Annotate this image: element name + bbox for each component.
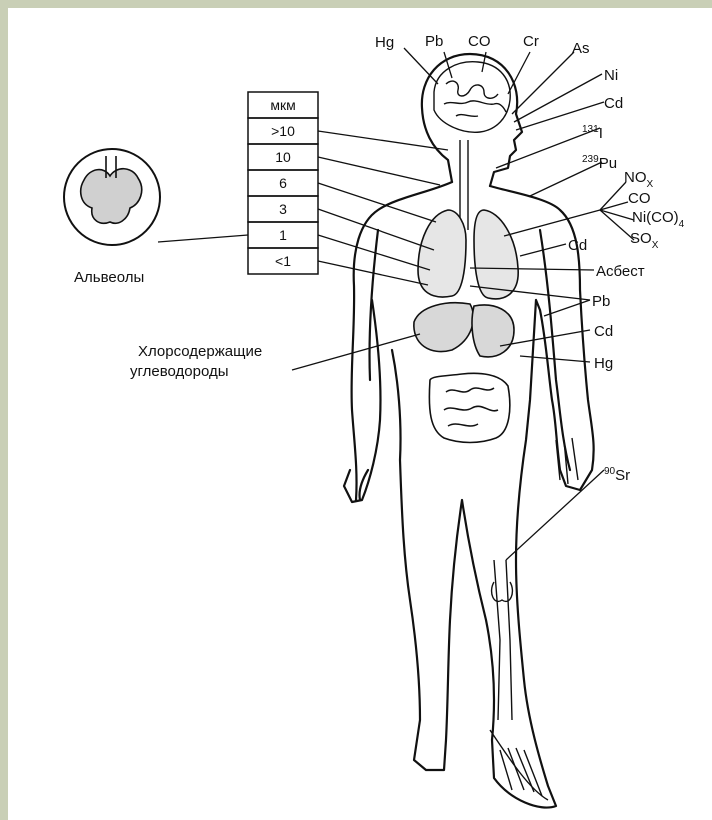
intestines — [429, 373, 509, 442]
label-ni-co-4: Ni(CO)4 — [632, 209, 685, 230]
head-outline — [422, 54, 522, 186]
label-ni: Ni — [604, 67, 618, 84]
label-sox: SOX — [630, 230, 659, 251]
brain-folds — [444, 81, 506, 116]
leader-lines — [158, 48, 634, 560]
trachea — [460, 140, 468, 230]
liver — [414, 303, 474, 352]
label-pb-top: Pb — [425, 33, 443, 50]
label-co-top: CO — [468, 33, 491, 50]
label-cd-1: Cd — [604, 95, 623, 112]
label-chlorinated-line2: углеводороды — [130, 363, 229, 380]
label-cr: Cr — [523, 33, 539, 50]
table-row-3: 6 — [279, 175, 287, 191]
alveoli-shape — [81, 169, 142, 224]
table-row-2: 10 — [275, 149, 291, 165]
label-nox: NOX — [624, 169, 654, 190]
table-row-1: >10 — [271, 123, 295, 139]
table-row-4: 3 — [279, 201, 287, 217]
label-hg-top: Hg — [375, 34, 394, 51]
label-asbestos: Асбест — [596, 263, 645, 280]
brain-shape — [434, 62, 510, 133]
body-outline — [344, 182, 594, 808]
label-co-right: CO — [628, 190, 651, 207]
table-row-6: <1 — [275, 253, 291, 269]
label-strontium-90: 90Sr — [604, 466, 630, 484]
right-lung — [474, 210, 518, 299]
stomach — [472, 305, 514, 357]
label-cd-3: Cd — [594, 323, 613, 340]
right-arm-outline — [540, 230, 570, 470]
diagram-frame: мкм >10 10 6 3 1 <1 — [8, 8, 712, 820]
body-diagram: мкм >10 10 6 3 1 <1 — [8, 8, 712, 820]
label-hg-right: Hg — [594, 355, 613, 372]
label-chlorinated-line1: Хлорсодержащие — [138, 343, 262, 360]
leg-bone — [490, 560, 548, 800]
table-header: мкм — [270, 97, 295, 113]
label-iodine-131: 131I — [582, 124, 603, 142]
label-pb-right: Pb — [592, 293, 610, 310]
table-row-5: 1 — [279, 227, 287, 243]
label-as: As — [572, 40, 590, 57]
label-alveoli: Альвеолы — [74, 269, 144, 286]
label-cd-2: Cd — [568, 237, 587, 254]
